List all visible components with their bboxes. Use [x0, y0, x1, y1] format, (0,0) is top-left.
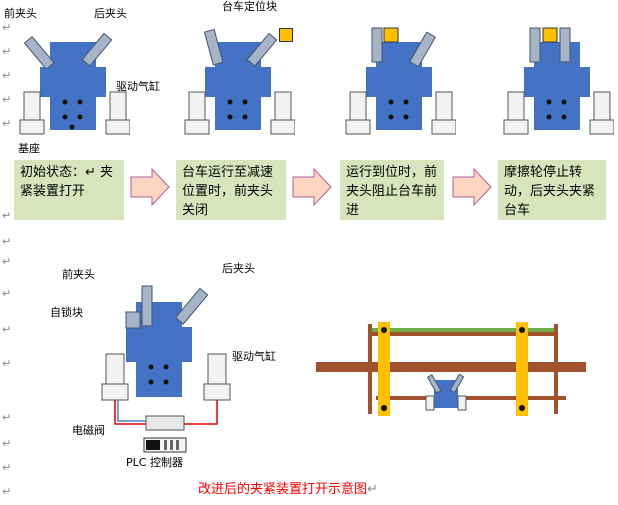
locator-block-icon	[279, 28, 293, 42]
drive-cylinder-label-2: 驱动气缸	[232, 350, 276, 363]
clamp-device-icon	[19, 32, 130, 135]
paragraph-mark-icon: ↵	[2, 411, 12, 424]
step-box-4: 摩擦轮停止转动，后夹头夹紧台车	[498, 160, 606, 220]
step-text-3: 运行到位时，前夹头阻止台车前进	[346, 165, 438, 218]
paragraph-mark-icon: ↵	[2, 255, 12, 268]
solenoid-valve-label: 电磁阀	[72, 424, 105, 437]
clamp-device-icon	[345, 27, 456, 135]
figure-caption: 改进后的夹紧装置打开示意图↵	[198, 482, 378, 497]
trolley-locator-label: 台车定位块	[222, 0, 277, 13]
paragraph-mark-icon: ↵	[2, 117, 12, 130]
rail-icon	[316, 322, 586, 416]
base-label: 基座	[18, 142, 40, 155]
step-arrow-icon	[130, 168, 170, 206]
paragraph-mark-icon: ↵	[2, 45, 12, 58]
step-box-1: 初始状态：↵ 夹紧装置打开	[14, 160, 124, 220]
step-text-1: 初始状态：↵ 夹紧装置打开	[20, 165, 114, 199]
paragraph-mark-icon: ↵	[2, 323, 12, 336]
paragraph-mark-icon: ↵	[2, 437, 12, 450]
clamp-device-icon	[184, 28, 295, 135]
clamp-device-icon	[503, 27, 614, 135]
step-text-4: 摩擦轮停止转动，后夹头夹紧台车	[504, 165, 596, 218]
step-box-2: 台车运行至减速位置时，前夹头关闭	[176, 160, 286, 220]
rear-clamp-label-2: 后夹头	[222, 262, 255, 275]
rear-clamp-label: 后夹头	[94, 7, 127, 20]
front-clamp-label: 前夹头	[4, 7, 37, 20]
drive-cylinder-label: 驱动气缸	[116, 80, 160, 93]
plc-label: PLC 控制器	[126, 456, 183, 469]
step-box-3: 运行到位时，前夹头阻止台车前进	[340, 160, 444, 220]
step-text-2: 台车运行至减速位置时，前夹头关闭	[182, 165, 274, 218]
paragraph-mark-icon: ↵	[2, 209, 12, 222]
paragraph-mark-icon: ↵	[2, 357, 12, 370]
clamp-device-icon	[101, 285, 231, 453]
step-arrow-icon	[452, 168, 492, 206]
self-lock-label: 自锁块	[50, 306, 83, 319]
front-clamp-label-2: 前夹头	[62, 268, 95, 281]
paragraph-mark-icon: ↵	[2, 235, 12, 248]
paragraph-mark-icon: ↵	[2, 21, 12, 34]
paragraph-mark-icon: ↵	[2, 287, 12, 300]
paragraph-mark-icon: ↵	[2, 461, 12, 474]
figure-caption-text: 改进后的夹紧装置打开示意图	[198, 482, 368, 497]
step-arrow-icon	[292, 168, 332, 206]
paragraph-mark-icon: ↵	[2, 485, 12, 498]
paragraph-mark-icon: ↵	[2, 69, 12, 82]
paragraph-mark-icon: ↵	[2, 93, 12, 106]
